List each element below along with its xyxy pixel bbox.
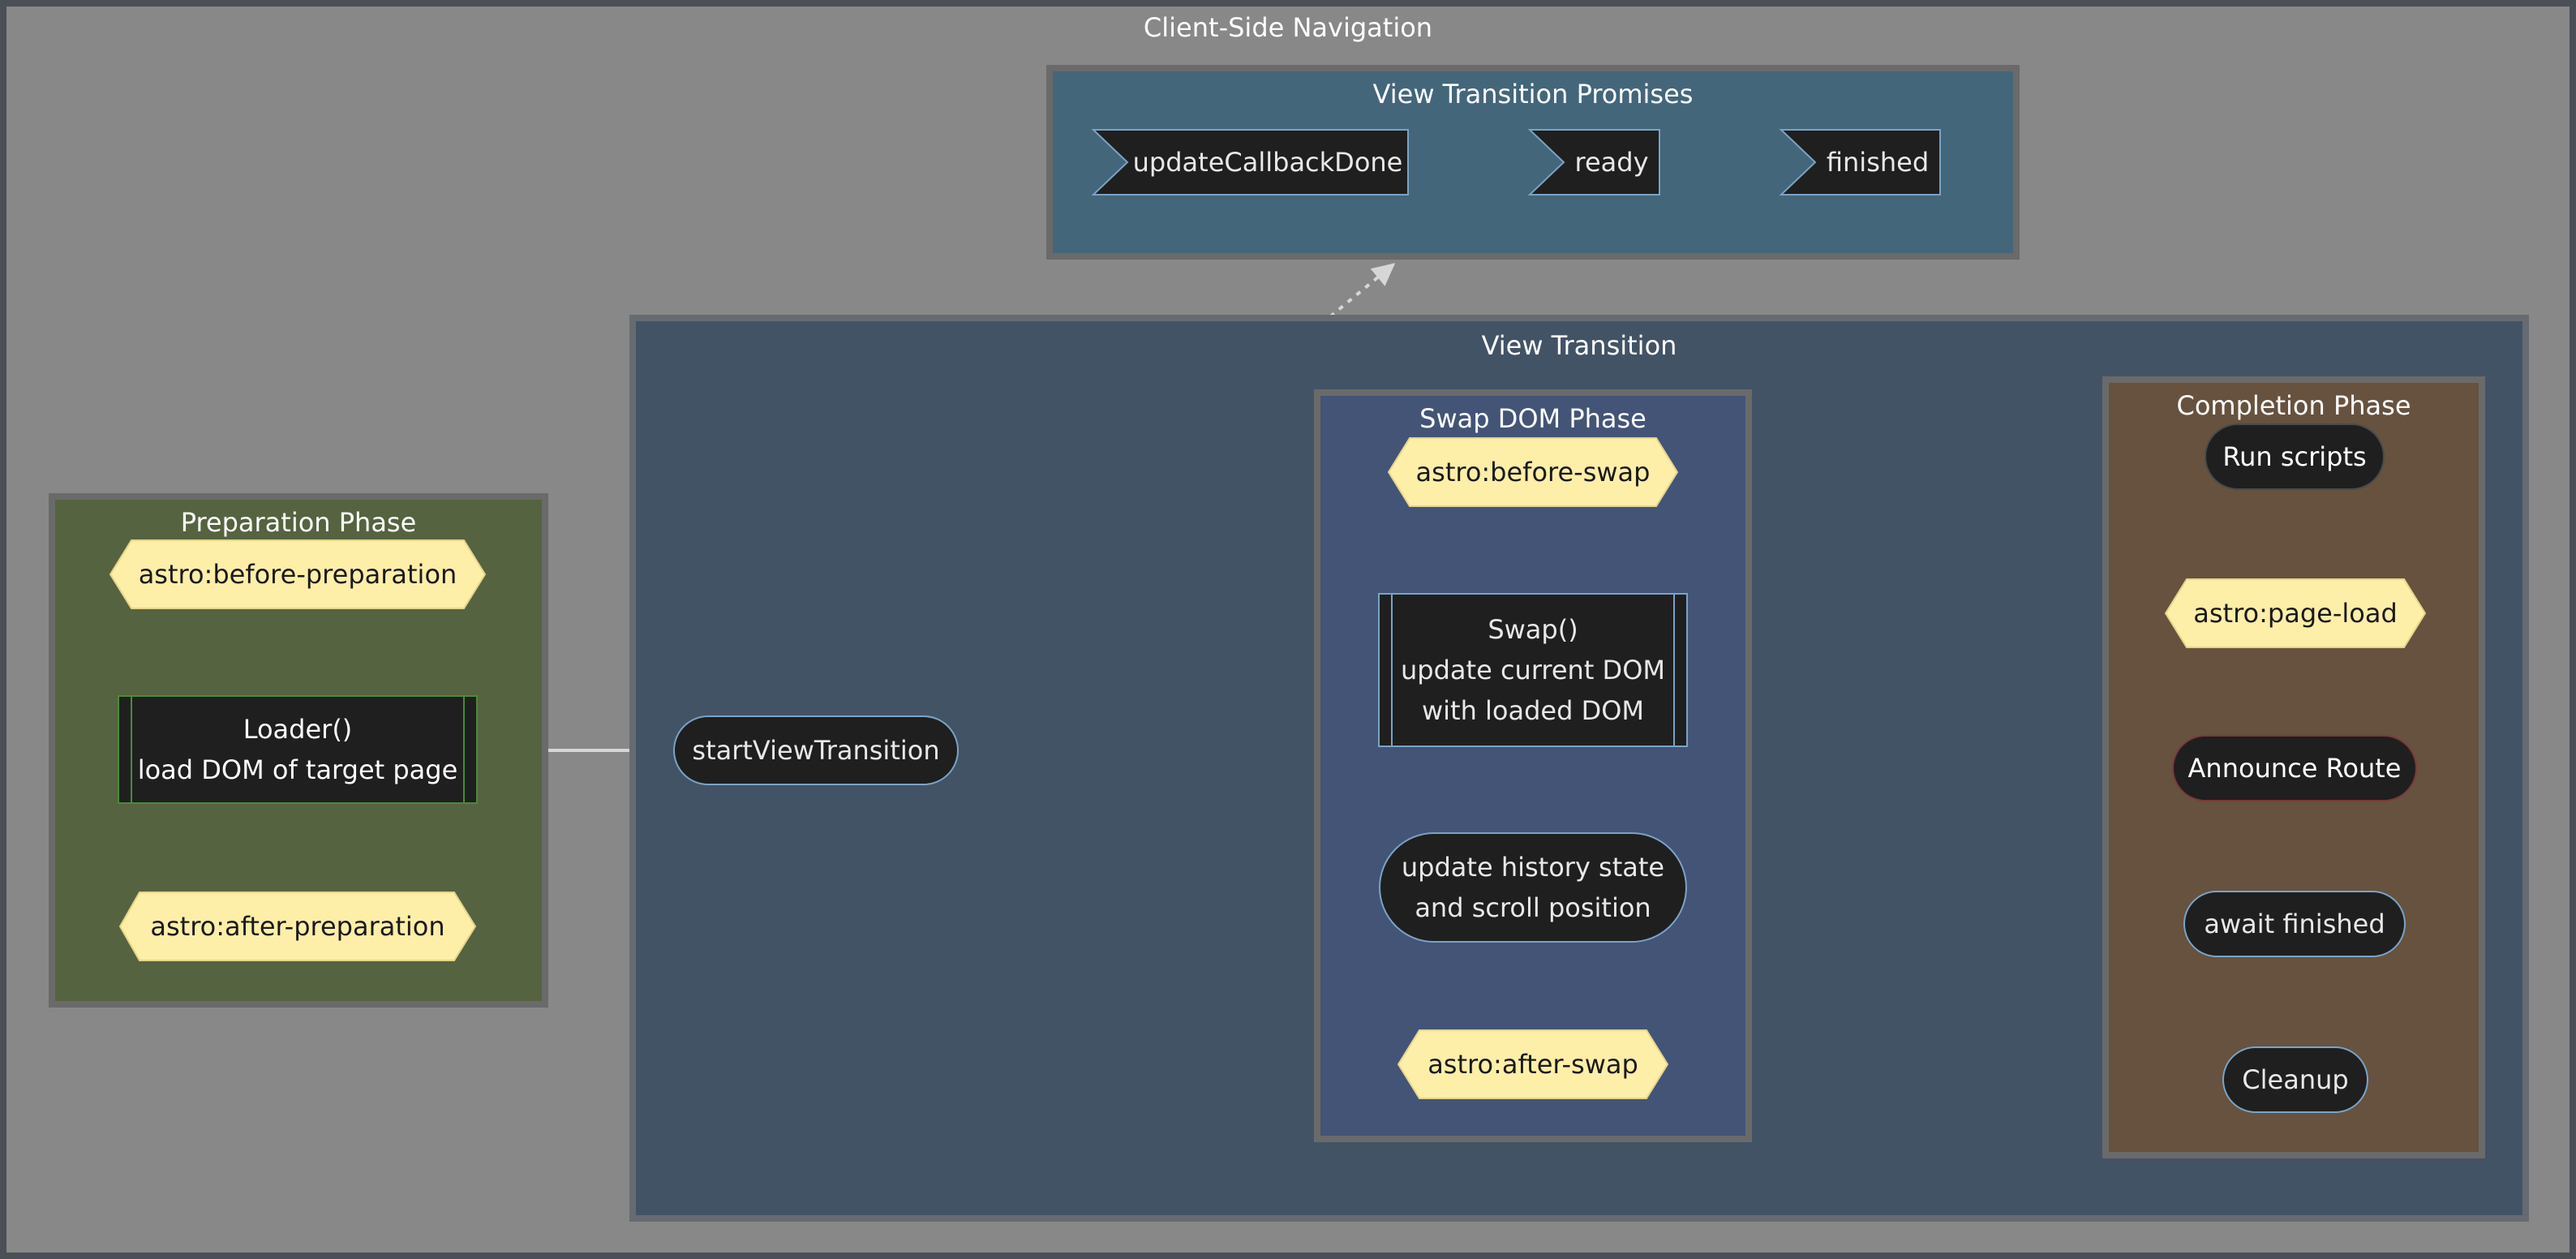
promise-label: finished — [1826, 147, 1930, 178]
await-finished-label: await finished — [2204, 909, 2385, 939]
hex-after-swap — [1397, 1029, 1669, 1099]
announce-route-node: Announce Route — [2172, 735, 2417, 801]
event-after-preparation: astro:after-preparation — [120, 892, 475, 960]
event-label: astro:before-preparation — [138, 559, 457, 590]
event-page-load: astro:page-load — [2166, 579, 2425, 647]
event-label: astro:after-preparation — [150, 911, 445, 942]
run-scripts-node: Run scripts — [2205, 423, 2385, 490]
start-view-transition-label: startViewTransition — [692, 735, 940, 766]
view-transition-title: View Transition — [1481, 330, 1677, 361]
hex-after-preparation — [118, 892, 477, 961]
hex-before-swap — [1387, 437, 1679, 507]
loader-title: Loader() — [243, 714, 353, 745]
promise-ready: ready — [1564, 130, 1659, 195]
preparation-phase-title: Preparation Phase — [180, 507, 417, 538]
completion-phase-title: Completion Phase — [2176, 390, 2411, 421]
history-node: update history state and scroll position — [1379, 832, 1687, 943]
promise-shape-update-callback-done — [1091, 129, 1409, 196]
loader-node: Loader() load DOM of target page — [118, 696, 477, 803]
promise-shape-ready — [1527, 129, 1660, 196]
promises-title: View Transition Promises — [1372, 79, 1694, 110]
run-scripts-label: Run scripts — [2222, 441, 2367, 472]
event-before-preparation: astro:before-preparation — [110, 540, 485, 608]
swap-node: Swap() update current DOM with loaded DO… — [1379, 594, 1687, 746]
promise-label: ready — [1574, 147, 1649, 178]
start-view-transition-node: startViewTransition — [673, 715, 959, 785]
swap-description-1: update current DOM — [1401, 655, 1665, 685]
event-before-swap: astro:before-swap — [1389, 438, 1677, 506]
swap-dom-phase-group: Swap DOM Phase — [1314, 389, 1752, 1142]
event-label: astro:before-swap — [1415, 457, 1651, 488]
promise-shape-finished — [1779, 129, 1941, 196]
swap-dom-phase-title: Swap DOM Phase — [1419, 403, 1646, 434]
subroutine-swap — [1378, 593, 1688, 747]
cleanup-label: Cleanup — [2242, 1064, 2349, 1095]
diagram-title: Client-Side Navigation — [1143, 12, 1433, 43]
announce-route-label: Announce Route — [2187, 753, 2402, 784]
history-line-2: and scroll position — [1415, 892, 1651, 923]
loader-description: load DOM of target page — [137, 754, 458, 785]
promise-finished: finished — [1815, 130, 1940, 195]
hex-before-preparation — [109, 539, 487, 609]
event-after-swap: astro:after-swap — [1398, 1030, 1668, 1098]
event-label: astro:after-swap — [1428, 1049, 1638, 1080]
event-label: astro:page-load — [2193, 598, 2398, 629]
hex-page-load — [2164, 578, 2427, 648]
cleanup-node: Cleanup — [2222, 1046, 2368, 1113]
history-line-1: update history state — [1401, 852, 1665, 883]
promise-label: updateCallbackDone — [1132, 147, 1403, 178]
swap-description-2: with loaded DOM — [1421, 695, 1645, 726]
promise-update-callback-done: updateCallbackDone — [1127, 130, 1408, 195]
swap-title: Swap() — [1488, 614, 1578, 645]
await-finished-node: await finished — [2183, 891, 2406, 957]
subroutine-loader — [118, 695, 478, 804]
